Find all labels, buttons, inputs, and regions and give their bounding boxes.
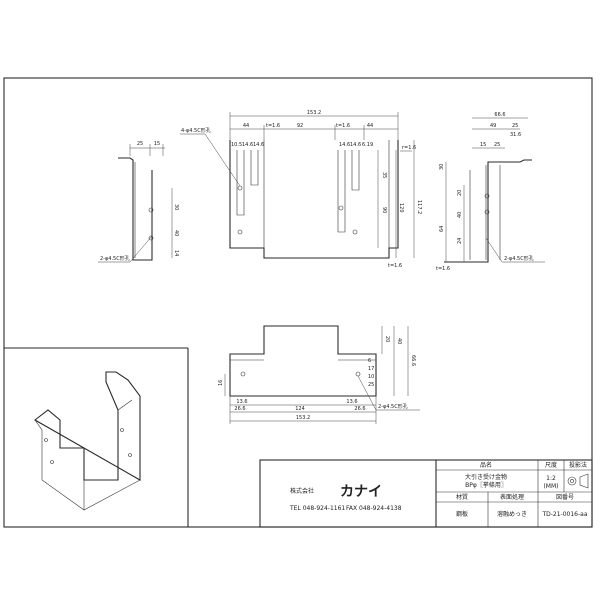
bottom-dim-right-v1: 20 [384,336,390,342]
front-hole-left-2: 14.6 [242,142,253,148]
product-name: 大引き受け金物 [465,473,507,481]
right-dim-h: 40 [457,212,463,218]
company-tel: TEL 048-924-1161 [289,505,345,512]
front-view-outline [229,140,399,259]
front-dim-v3: 120 [398,203,404,213]
company-fax: FAX 048-924-4138 [346,505,402,512]
label-material: 材質 [456,493,468,501]
left-dim-v3: 14 [173,250,179,256]
front-dim-v1: 35 [381,172,387,178]
bottom-hole-dim-4: 25 [368,382,374,388]
right-dim-a: 49 [490,123,496,129]
front-hole-3 [338,205,344,211]
right-dim-overall: 66.6 [494,112,505,118]
left-dim-top-a: 25 [137,141,143,147]
company-name: 株式会社 [290,487,314,495]
left-view-hole-note: 2-φ4.5C形孔 [100,255,130,262]
right-dim-c: 15 [480,142,486,148]
left-view-hole-2 [148,235,154,241]
bottom-view-inner [230,326,376,361]
isometric-edges [34,399,141,511]
front-dim-center: 92 [297,123,303,129]
projection-symbol-icon [567,473,589,489]
right-dim-t: t=1.6 [436,266,450,272]
right-view-hole-2 [484,209,490,215]
isometric-view [4,347,189,527]
front-hole-left-3: 14.6 [253,142,264,148]
bottom-hole-dim-3: 10 [368,374,374,380]
label-scale: 尺度 [545,461,557,469]
front-view: 153.2 44 t=1.6 92 t=1.6 44 10.5 14.6 14.… [180,110,422,269]
scale-value: 1:2 [546,475,556,482]
right-dim-j: 24 [457,238,463,244]
bottom-hole-right [355,371,361,377]
front-view-center-edges [263,140,390,258]
front-dim-seg-left: 44 [243,123,249,129]
front-dim-height: 117.2 [416,200,422,214]
front-hole-right-2: 14.6 [350,142,361,148]
isometric-outline [34,371,141,481]
finish-value: 溶融めっき [497,510,527,518]
right-view-inner [469,165,501,260]
left-dim-top-b: 15 [154,141,160,147]
front-dim-slot-left: t=1.6 [266,123,280,129]
front-hole-1 [237,185,243,191]
front-hole-2 [237,229,243,235]
front-dim-bottom-t: t=1.6 [388,263,402,269]
bottom-dim-hole-right: 13.6 [346,399,357,405]
material-value: 鋼板 [456,510,468,518]
front-dim-overall: 153.2 [307,110,321,116]
right-dim-g: 20 [457,190,463,196]
left-dim-v2: 40 [173,230,179,236]
bottom-hole-left [240,371,246,377]
right-dim-d: 25 [494,142,500,148]
left-dim-v1: 30 [173,204,179,210]
right-dim-b: 25 [512,123,518,129]
right-dim-i: 64 [439,226,445,232]
company-logo: カナイ [340,484,382,500]
right-side-view: 66.6 49 25 31.6 15 25 30 64 20 40 24 t=1… [436,112,545,272]
front-right-slots [337,150,360,233]
bottom-hole-dim-1: 6 [368,358,371,364]
right-dim-f: 30 [439,164,445,170]
bottom-view-outline [229,325,377,397]
front-hole-right-3: 6.19 [362,142,373,148]
label-drawing-no: 図番号 [556,494,574,501]
front-dim-r: r=1.6 [402,145,416,151]
bottom-dim-left-v1: 16 [218,380,224,386]
bottom-dim-overall: 153.2 [296,415,310,421]
right-view-hole-note: 2-φ4.5C形孔 [504,255,534,262]
front-hole-note: 4-φ4.5C形孔 [181,127,211,134]
right-dim-e: 31.6 [510,132,521,138]
drawing-number: TD-21-0016-aa [541,511,587,518]
title-block: 株式会社 カナイ TEL 048-924-1161 FAX 048-924-41… [259,459,593,528]
bottom-dim-hole-left: 13.6 [236,399,247,405]
front-dim-seg-right: 44 [367,123,373,129]
front-dim-slot-right: t=1.6 [336,123,350,129]
product-sub: BPφ〖挙條用〗 [465,481,507,489]
front-hole-4 [352,229,358,235]
front-hole-right-1: 14.6 [339,142,350,148]
bottom-dim-left: 26.6 [234,406,245,412]
front-left-slots [236,150,259,216]
bottom-view: 16 20 40 66.6 6 17 10 25 13.6 13.6 26.6 … [218,325,420,424]
right-view-hole-1 [484,193,490,199]
label-hinmei: 品名 [480,461,492,469]
bottom-dim-right-v3: 66.6 [410,355,416,366]
label-method: 投影法 [569,461,587,469]
bottom-dim-right: 26.6 [354,406,365,412]
left-view-inner [134,162,153,258]
left-view-hole-1 [148,207,154,213]
front-dim-v2: 90 [381,207,387,213]
bottom-hole-note: 2-φ4.5C形孔 [378,403,408,410]
label-finish: 表面処理 [500,493,524,501]
scale-unit: (MM) [543,483,558,490]
right-view-outline [444,159,532,263]
bottom-hole-dim-2: 17 [368,366,374,372]
bottom-dim-right-v2: 40 [396,338,402,344]
front-hole-left-1: 10.5 [231,142,242,148]
left-side-view: 25 15 30 40 14 2-φ4.5C形孔 [98,141,179,263]
bottom-dim-span: 124 [295,406,305,412]
